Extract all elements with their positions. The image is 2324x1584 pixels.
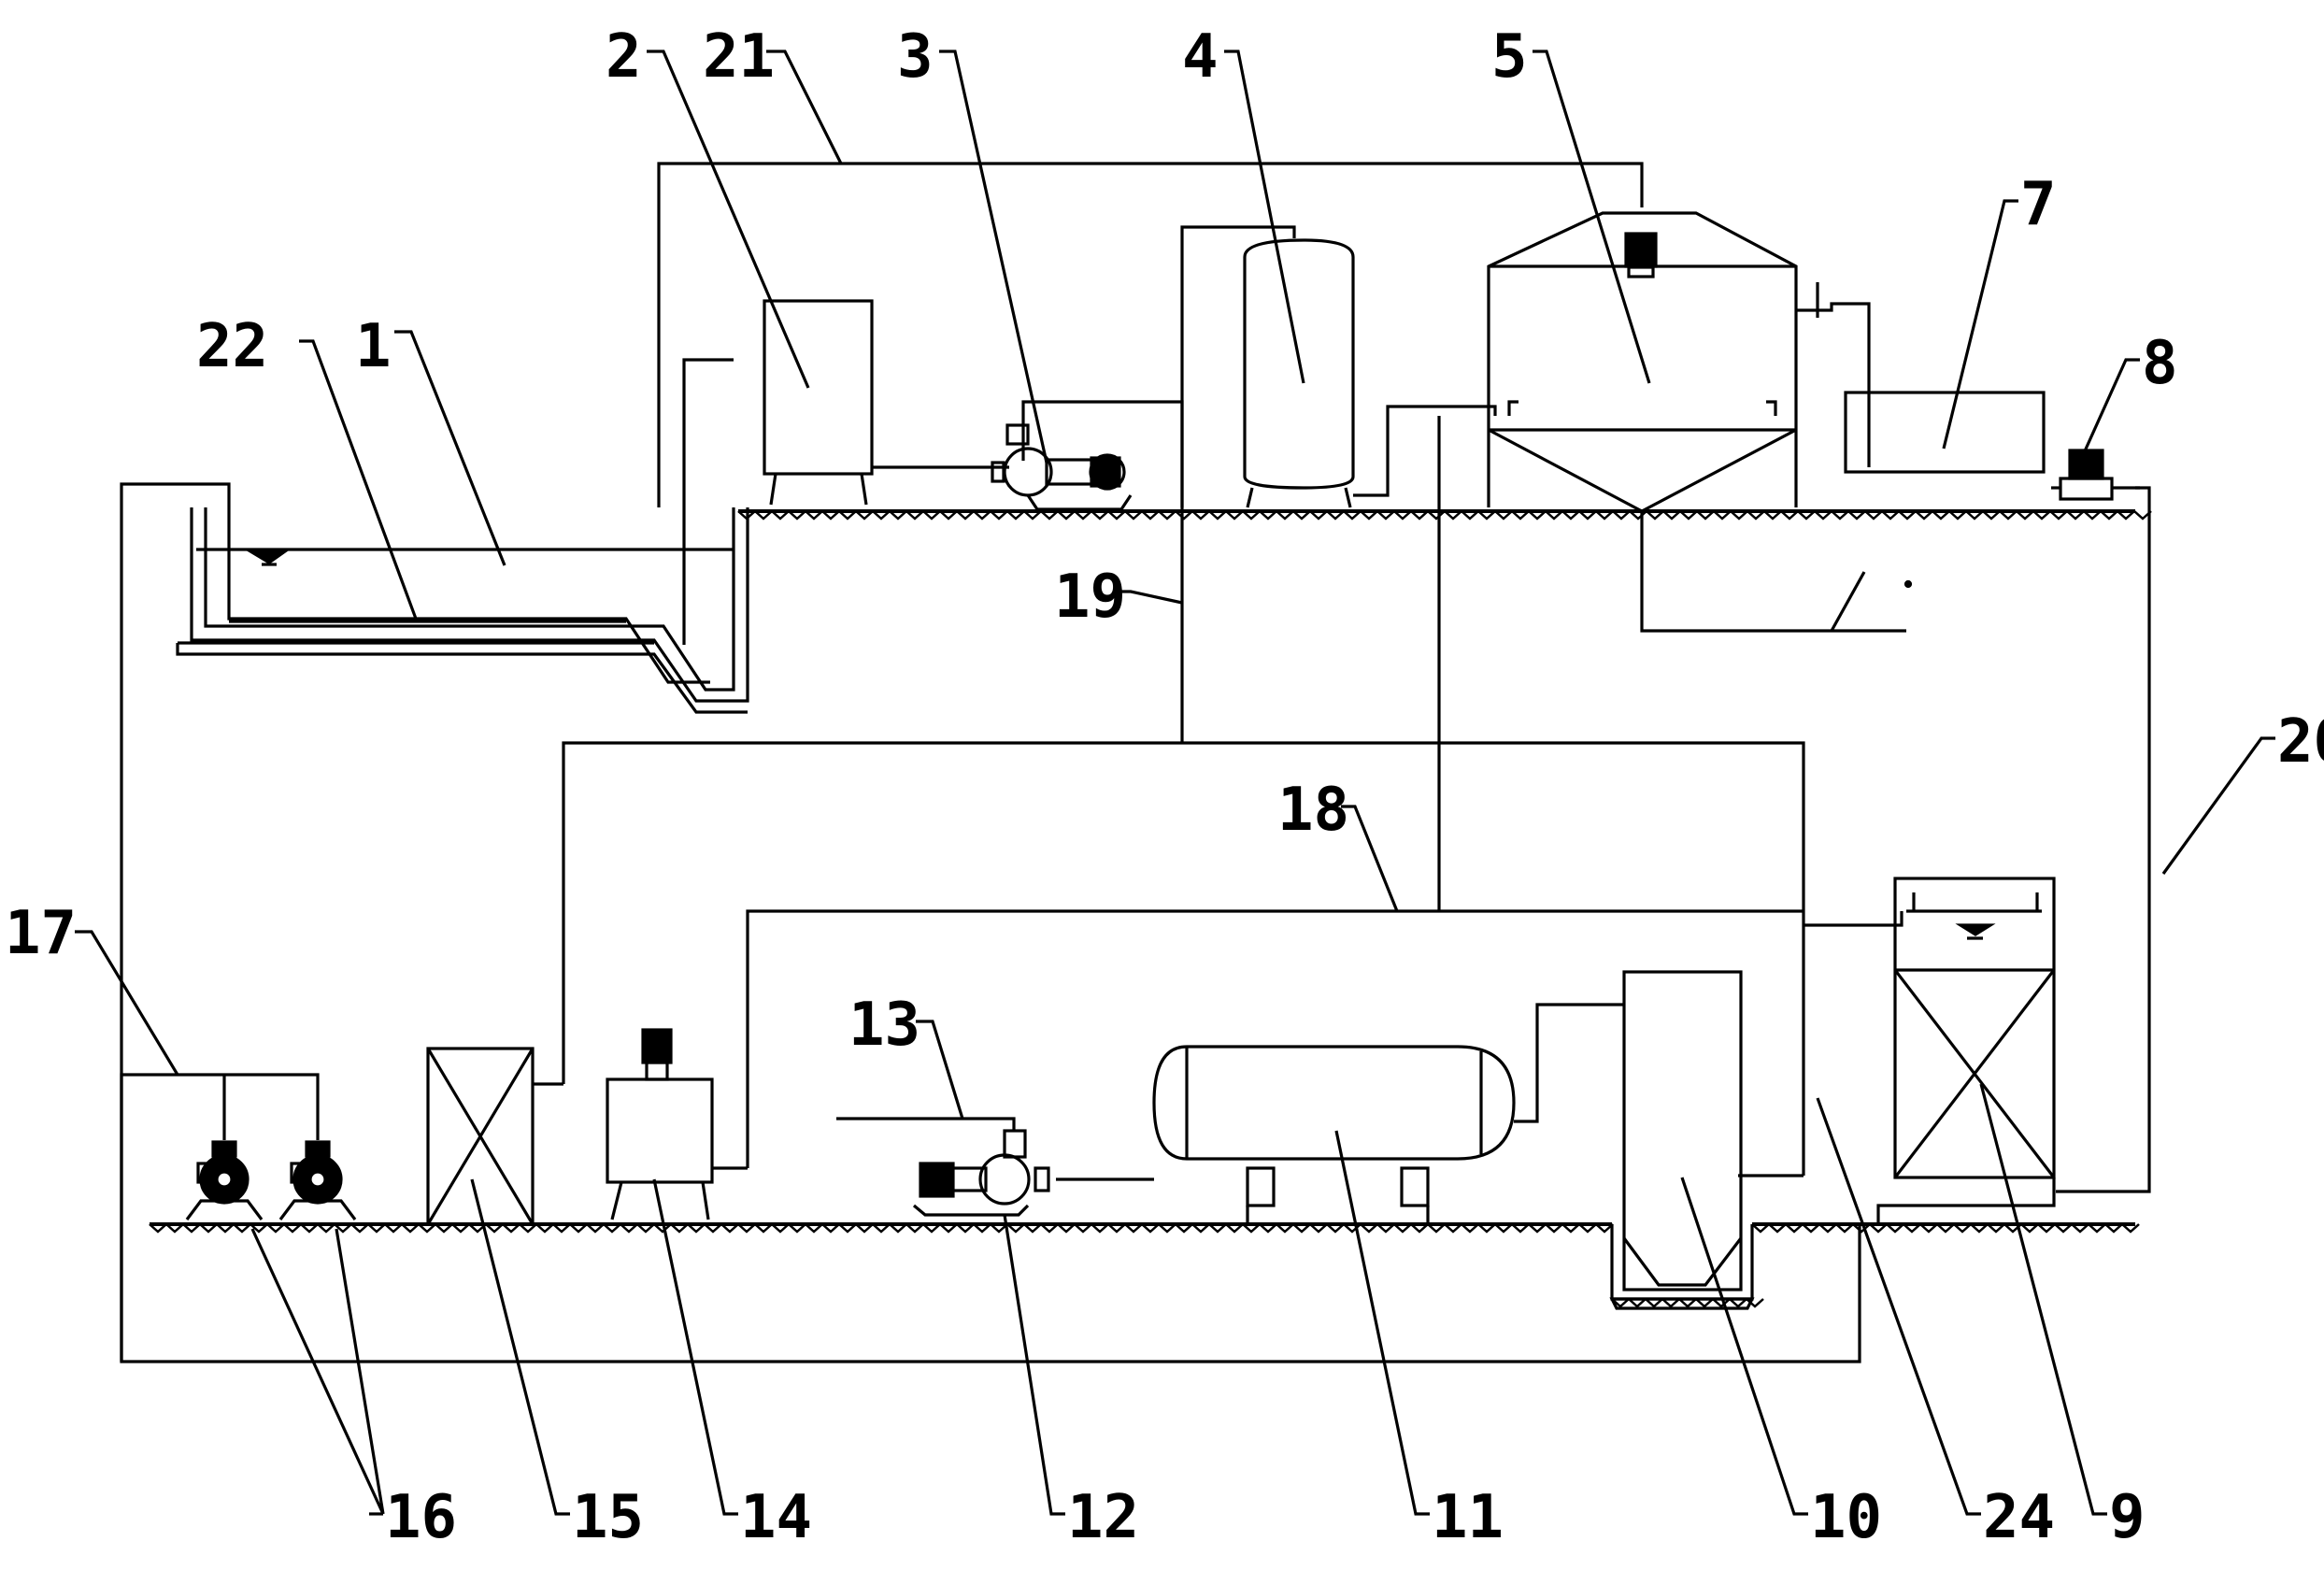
label-18: 18 (1277, 776, 1349, 845)
label-19: 19 (1054, 563, 1126, 632)
pump-group-16 (120, 1073, 357, 1224)
label-2: 2 (606, 22, 642, 92)
tank-5 (1487, 211, 1871, 513)
lower-ground (149, 1222, 2140, 1308)
tank-2 (763, 299, 874, 506)
pipe-under-5 (1640, 511, 1906, 633)
label-14: 14 (740, 1483, 812, 1552)
label-5: 5 (1491, 22, 1528, 92)
label-10: 10 (1810, 1483, 1882, 1552)
tank-9 (1876, 877, 2056, 1224)
pump-8 (2051, 449, 2140, 501)
tank-14 (606, 1028, 748, 1220)
label-9: 9 (2109, 1483, 2146, 1552)
valve-under-5 (1830, 571, 1866, 632)
tank-7 (1844, 391, 2046, 474)
label-7: 7 (2020, 170, 2057, 239)
label-1: 1 (355, 312, 392, 381)
dot (1903, 579, 1913, 589)
label-24: 24 (1983, 1483, 2055, 1552)
upper-ground (737, 509, 2152, 521)
pipe-20 (2056, 486, 2151, 1193)
tank-10 (1514, 970, 1755, 1310)
pipe-21 (657, 162, 1644, 507)
pipe-17-to-pool (120, 482, 231, 1362)
pool-1 (176, 358, 749, 714)
tank-11 (1056, 1045, 1516, 1224)
pump-12 (836, 1117, 1050, 1217)
label-13: 13 (848, 991, 920, 1060)
labels: 22 1 2 21 3 4 5 7 8 19 20 18 17 13 16 15… (5, 22, 2324, 1552)
pipe-18 (746, 909, 1804, 1168)
pipe-to-9 (1804, 911, 1903, 927)
label-20: 20 (2277, 707, 2324, 777)
label-11: 11 (1432, 1483, 1504, 1552)
label-8: 8 (2142, 329, 2178, 398)
label-22: 22 (196, 312, 268, 381)
pipe-19-header (562, 741, 1805, 1176)
label-3: 3 (897, 22, 934, 92)
pipe-bottom-return (120, 1224, 1861, 1363)
pump-3 (991, 400, 1184, 511)
label-17: 17 (5, 899, 77, 968)
tank-4 (1180, 225, 1497, 508)
label-21: 21 (703, 22, 775, 92)
label-16: 16 (385, 1483, 457, 1552)
leader-lines (75, 50, 2275, 1516)
tank-15 (426, 1047, 563, 1226)
lower-ground-hatch (149, 1223, 2140, 1308)
label-12: 12 (1067, 1483, 1139, 1552)
label-4: 4 (1182, 22, 1219, 92)
label-15: 15 (572, 1483, 644, 1552)
